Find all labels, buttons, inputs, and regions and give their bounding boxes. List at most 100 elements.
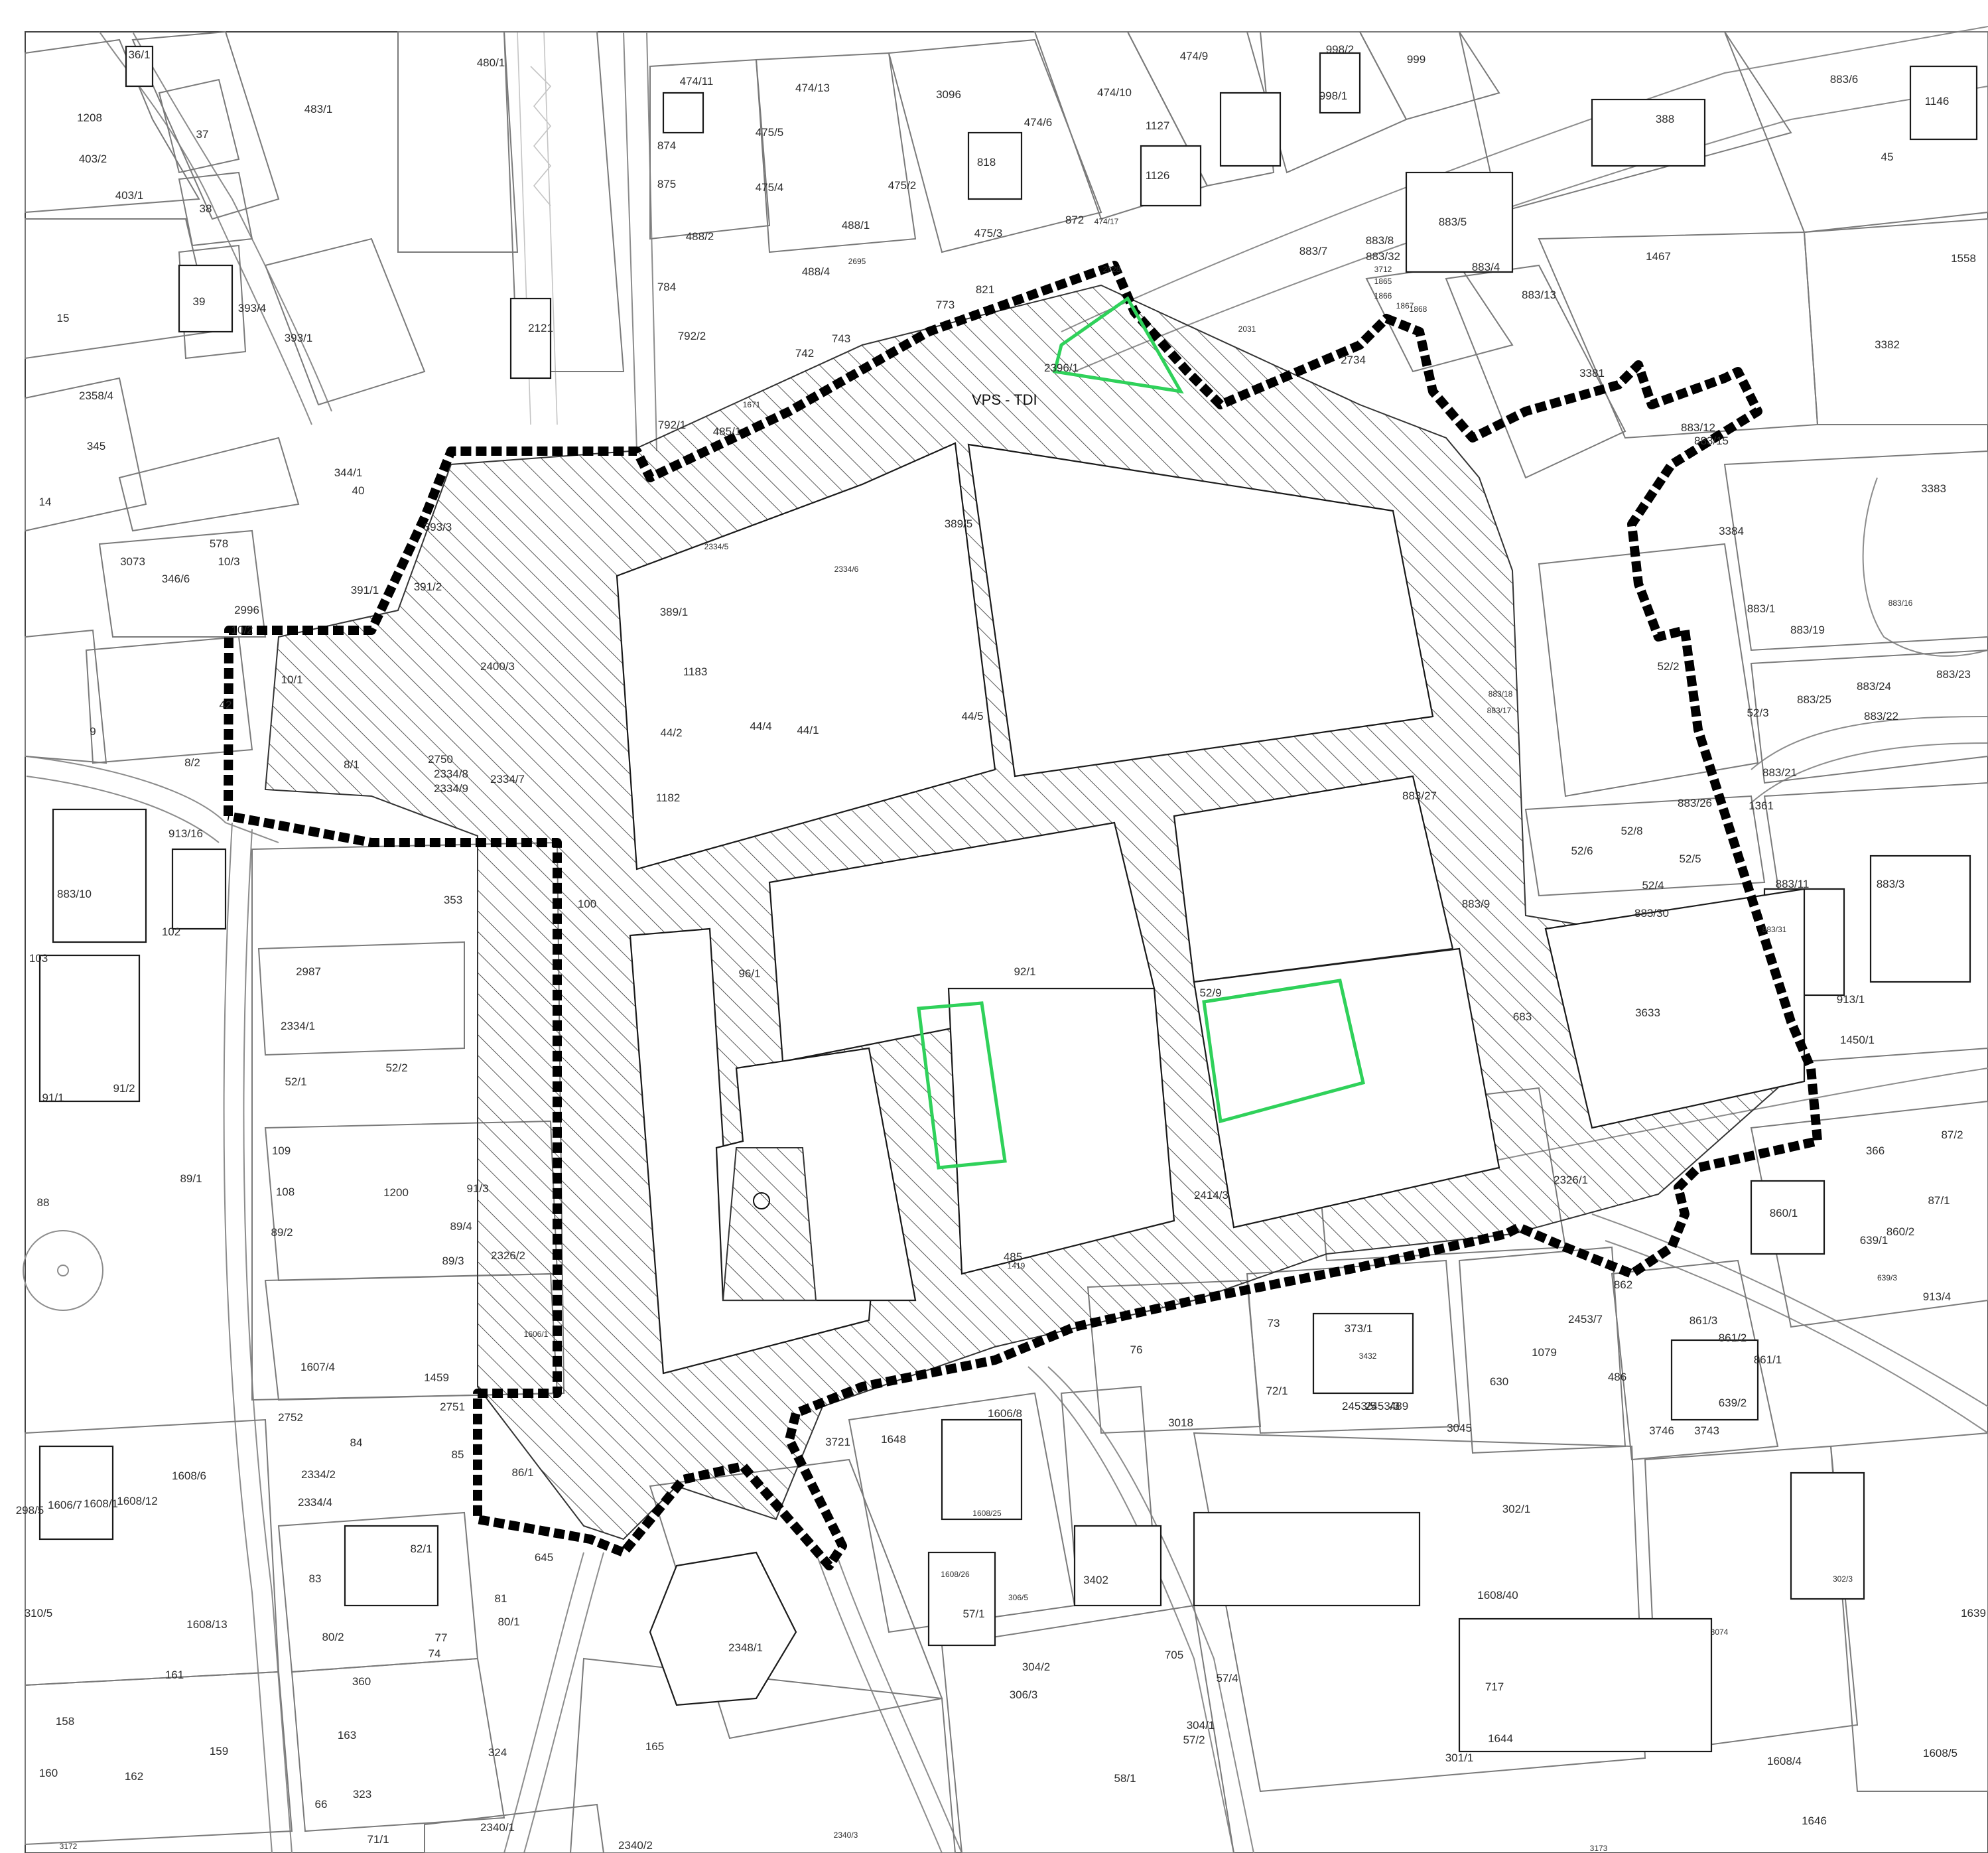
parcel-label: 883/15: [1694, 435, 1729, 447]
parcel-label: 391/2: [414, 581, 442, 593]
parcel-label: 40: [352, 484, 365, 497]
parcel-label: 91/3: [466, 1182, 488, 1195]
parcel-label: 38: [200, 202, 212, 215]
parcel-label: 36/1: [128, 48, 150, 61]
parcel-label: 2987: [296, 965, 321, 978]
parcel-label: 883/12: [1681, 421, 1715, 434]
parcel-label: 10/2: [231, 624, 253, 636]
parcel-label: 2334/1: [281, 1020, 315, 1032]
parcel-label: 1127: [1146, 119, 1170, 132]
parcel-label: 998/1: [1319, 90, 1348, 102]
parcel-label: 52/2: [1657, 660, 1679, 673]
parcel-label: 57/4: [1216, 1672, 1238, 1684]
parcel-label: 77: [435, 1631, 448, 1644]
parcel-label: 346/6: [162, 573, 190, 585]
parcel-label: 302/3: [1833, 1574, 1853, 1584]
parcel-label: 39: [193, 295, 206, 308]
parcel-label: 474/13: [795, 82, 830, 94]
parcel-label: 393/4: [238, 302, 267, 314]
parcel-label: 83: [309, 1572, 322, 1585]
parcel-label: 883/21: [1762, 766, 1797, 779]
parcel-label: 3384: [1719, 525, 1744, 537]
parcel-label: 301/1: [1445, 1751, 1474, 1764]
parcel-label: 3633: [1635, 1006, 1660, 1019]
parcel-label: 1865: [1374, 277, 1392, 286]
parcel-label: 483/1: [304, 103, 333, 115]
parcel-label: 96/1: [738, 967, 760, 980]
parcel-label: 2340/3: [834, 1830, 858, 1840]
parcel-label: 883/23: [1936, 668, 1971, 681]
parcel-label: 883/5: [1439, 216, 1467, 228]
parcel-label: 2695: [848, 257, 866, 266]
parcel-label: 883/6: [1830, 73, 1859, 86]
parcel-label: 1608/12: [117, 1495, 157, 1507]
parcel-label: 2752: [278, 1411, 303, 1424]
zone-label: VPS - TDI: [972, 391, 1037, 408]
parcel-label: 913/4: [1923, 1290, 1952, 1303]
parcel-label: 639/2: [1719, 1397, 1747, 1409]
parcel-label: 861/3: [1690, 1314, 1718, 1327]
parcel-label: 3073: [120, 555, 145, 568]
parcel-label: 1079: [1532, 1346, 1557, 1359]
parcel-label: 2326/1: [1554, 1174, 1588, 1186]
parcel-label: 2751: [440, 1401, 465, 1413]
parcel-label: 3383: [1921, 482, 1946, 495]
parcel-label: 639/1: [1860, 1234, 1889, 1247]
parcel-label: 42: [220, 699, 232, 711]
parcel-label: 80/2: [322, 1631, 344, 1643]
parcel-label: 366: [1866, 1144, 1885, 1157]
highlight-52-1: [917, 1001, 1007, 1170]
parcel-label: 345: [87, 440, 105, 452]
parcel-label: 161: [165, 1669, 184, 1681]
parcel-label: 72/1: [1266, 1385, 1288, 1397]
parcel-label: 883/7: [1299, 245, 1328, 257]
parcel-label: 344/1: [334, 466, 363, 479]
parcel-label: 82/1: [410, 1543, 432, 1555]
parcel-label: 52/2: [385, 1062, 407, 1074]
parcel-label: 306/5: [1008, 1593, 1028, 1602]
parcel-label: 1450/1: [1840, 1034, 1875, 1046]
parcel-label: 9: [90, 725, 96, 738]
parcel-label: 883/17: [1487, 706, 1512, 715]
parcel-label: 792/2: [678, 330, 706, 342]
parcel-label: 109: [272, 1144, 291, 1157]
parcel-label: 474/11: [680, 75, 714, 88]
parcel-label: 821: [976, 283, 994, 296]
highlighted-parcels: [917, 296, 1365, 1170]
parcel-label: 3172: [60, 1842, 78, 1851]
parcel-label: 861/2: [1719, 1332, 1747, 1344]
parcel-label: 14: [39, 496, 52, 508]
buildings: [38, 45, 1978, 1753]
parcel-label: 2326/2: [491, 1249, 525, 1262]
parcel-label: 76: [1130, 1343, 1143, 1356]
parcel-label: 883/1: [1747, 602, 1776, 615]
parcel-label: 1183: [683, 665, 708, 678]
parcel-label: 91/1: [42, 1091, 64, 1104]
parcel-label: 3402: [1083, 1574, 1108, 1586]
parcel-label: 3712: [1374, 265, 1392, 274]
parcel-label: 743: [832, 332, 850, 345]
parcel-label: 73: [1268, 1317, 1280, 1330]
parcel-label: 89/1: [180, 1172, 202, 1185]
parcel-label: 52/3: [1747, 707, 1768, 719]
parcel-label: 304/1: [1187, 1719, 1215, 1732]
parcel-label: 52/8: [1621, 825, 1642, 837]
parcel-label: 57/2: [1183, 1734, 1205, 1746]
parcel-label: 3746: [1649, 1424, 1674, 1437]
parcel-label: 165: [645, 1740, 664, 1753]
parcel-label: 883/8: [1366, 234, 1394, 247]
parcel-label: 1608/5: [1923, 1747, 1957, 1759]
parcel-label: 103: [29, 952, 48, 965]
parcel-label: 1606/7: [48, 1499, 82, 1511]
parcel-label: 88: [37, 1196, 50, 1209]
parcel-label: 860/1: [1770, 1207, 1798, 1219]
parcel-label: 2121: [528, 322, 553, 334]
parcel-label: 10/1: [281, 673, 302, 686]
parcel-label: 1146: [1925, 95, 1950, 107]
parcel-label: 2031: [1238, 324, 1256, 334]
parcel-label: 2414/3: [1194, 1189, 1228, 1201]
parcel-label: 1671: [743, 400, 761, 409]
parcel-label: 2340/2: [618, 1839, 653, 1852]
parcel-label: 488/1: [842, 219, 870, 232]
